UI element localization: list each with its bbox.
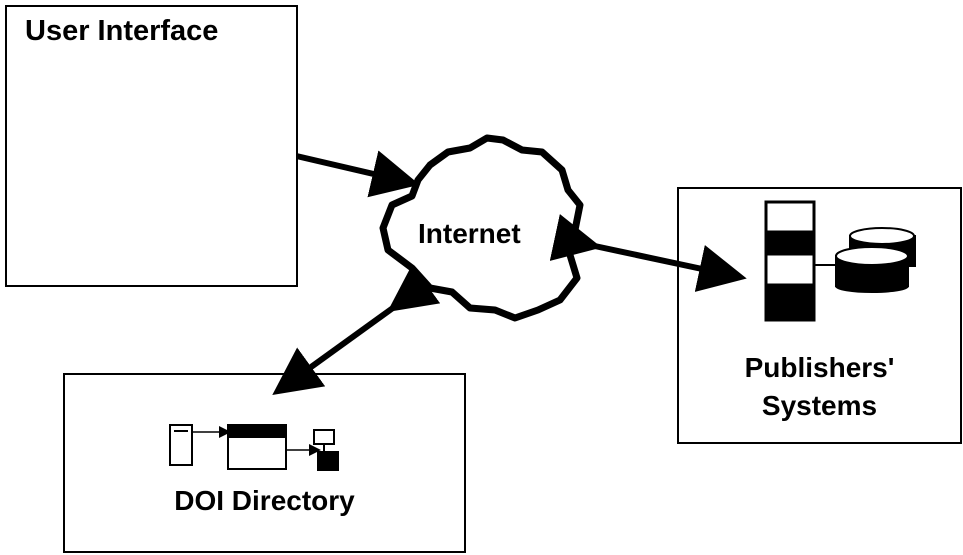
publishers-title-line1: Publishers' <box>744 352 895 383</box>
disk-stack-icon <box>835 227 916 293</box>
database-icon <box>313 429 339 471</box>
internet-label: Internet <box>418 218 521 249</box>
arrow-internet-publishers <box>549 214 747 292</box>
window-icon <box>192 424 321 470</box>
server-tower-icon <box>764 200 842 322</box>
doi-directory-title: DOI Directory <box>174 485 355 516</box>
doi-directory-box: DOI Directory <box>63 373 466 553</box>
publishers-title-line2: Systems <box>761 390 878 421</box>
user-interface-box: User Interface <box>5 5 298 287</box>
user-interface-title: User Interface <box>25 15 219 47</box>
document-icon <box>169 424 193 466</box>
publishers-systems-box: Publishers' Systems <box>677 187 962 444</box>
